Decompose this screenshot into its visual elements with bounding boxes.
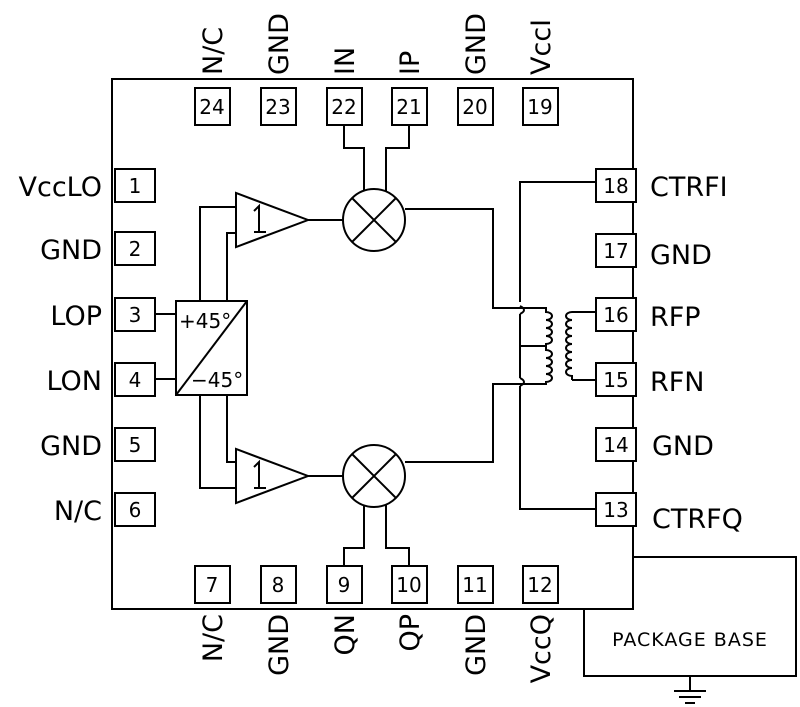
package-base-label: PACKAGE BASE xyxy=(612,629,768,651)
mixer-i-icon xyxy=(342,188,406,252)
pin-label-nc: N/C xyxy=(198,27,229,75)
pin-12: 12 VccQ xyxy=(522,565,559,683)
pin-label-gnd: GND xyxy=(461,614,492,676)
pin-label-gnd: GND xyxy=(264,13,295,75)
pin-18: 18 CTRFI xyxy=(595,168,728,203)
pin-11: 11 GND xyxy=(457,565,494,676)
pin-number: 17 xyxy=(603,239,628,263)
pin-1: 1 VccLO xyxy=(19,168,156,203)
pin-label-gnd: GND xyxy=(40,235,102,266)
pin-label-nc: N/C xyxy=(198,614,229,662)
pin-number: 7 xyxy=(206,573,219,597)
pin-number: 10 xyxy=(396,573,421,597)
pin-label-gnd: GND xyxy=(40,431,102,462)
pin-number: 15 xyxy=(603,368,628,392)
pin-24: 24 N/C xyxy=(194,27,231,126)
package-base: PACKAGE BASE xyxy=(583,556,797,690)
pin-label-nc: N/C xyxy=(54,496,102,527)
phase-shifter-block: +45° −45° xyxy=(175,300,248,396)
pin-label-in: IN xyxy=(330,47,361,75)
pin-label-rfn: RFN xyxy=(650,367,705,398)
pin-number: 20 xyxy=(462,95,487,119)
pin-number: 9 xyxy=(338,573,351,597)
pin-label-qp: QP xyxy=(395,614,426,652)
pin-5: 5 GND xyxy=(40,427,156,462)
pin-number: 6 xyxy=(129,498,142,522)
mixer-q-icon xyxy=(342,444,406,508)
pin-label-qn: QN xyxy=(330,614,361,655)
pin-15: 15 RFN xyxy=(595,362,705,398)
plus-45-label: +45° xyxy=(179,309,231,333)
pin-label-ctrfi: CTRFI xyxy=(650,172,728,203)
pin-19: 19 VccI xyxy=(522,19,559,126)
pin-label-vcclo: VccLO xyxy=(19,172,103,203)
pin-number: 22 xyxy=(331,95,356,119)
pin-number: 5 xyxy=(129,433,142,457)
pin-10: 10 QP xyxy=(391,565,428,652)
pin-20: 20 GND xyxy=(457,13,494,126)
ground-icon xyxy=(674,690,706,704)
pin-number: 11 xyxy=(462,573,487,597)
pin-label-lon: LON xyxy=(46,366,102,397)
package-outline xyxy=(111,78,634,610)
pin-14: 14 GND xyxy=(595,427,714,462)
pin-label-gnd: GND xyxy=(264,614,295,676)
pin-label-ip: IP xyxy=(395,51,426,75)
pin-number: 4 xyxy=(129,368,142,392)
pin-9: 9 QN xyxy=(326,565,363,655)
pin-16: 16 RFP xyxy=(595,297,701,333)
pin-label-rfp: RFP xyxy=(650,302,701,333)
pin-number: 24 xyxy=(199,95,224,119)
pin-number: 18 xyxy=(603,174,628,198)
pin-number: 2 xyxy=(129,237,142,261)
pin-number: 16 xyxy=(603,303,628,327)
pin-label-ctrfq: CTRFQ xyxy=(652,504,743,535)
pin-7: 7 N/C xyxy=(194,565,231,662)
pin-number: 1 xyxy=(129,174,142,198)
pin-22: 22 IN xyxy=(326,47,363,126)
pin-label-gnd: GND xyxy=(461,13,492,75)
pin-number: 23 xyxy=(265,95,290,119)
pin-number: 3 xyxy=(129,303,142,327)
left-pins: 1 VccLO 2 GND 3 LOP 4 LON 5 GND 6 N/C xyxy=(19,168,156,527)
pin-label-vcci: VccI xyxy=(526,19,557,75)
pin-17: 17 GND xyxy=(595,233,712,271)
pin-8: 8 GND xyxy=(260,565,297,676)
pin-label-gnd: GND xyxy=(652,431,714,462)
pin-3: 3 LOP xyxy=(50,297,156,332)
minus-45-label: −45° xyxy=(191,368,243,392)
pin-4: 4 LON xyxy=(46,362,156,397)
pin-6: 6 N/C xyxy=(54,492,156,527)
balun-transformer-icon xyxy=(518,307,573,385)
pin-23: 23 GND xyxy=(260,13,297,126)
pin-number: 13 xyxy=(603,498,628,522)
right-pins: 18 CTRFI 17 GND 16 RFP 15 RFN 14 GND 13 … xyxy=(595,168,743,535)
amplifier-i xyxy=(235,191,311,249)
pin-number: 12 xyxy=(527,573,552,597)
internal-wiring xyxy=(155,125,596,566)
top-pins: 24 N/C 23 GND 22 IN 21 IP 20 GND 19 VccI xyxy=(194,13,559,126)
amplifier-q xyxy=(235,447,311,505)
pin-2: 2 GND xyxy=(40,231,156,266)
pin-21: 21 IP xyxy=(391,51,428,126)
bottom-pins: 7 N/C 8 GND 9 QN 10 QP 11 GND 12 VccQ xyxy=(194,565,559,683)
pin-label-lop: LOP xyxy=(50,301,102,332)
pin-number: 8 xyxy=(272,573,285,597)
pin-number: 19 xyxy=(527,95,552,119)
pin-number: 21 xyxy=(396,95,421,119)
pin-13: 13 CTRFQ xyxy=(595,492,743,535)
pin-label-gnd: GND xyxy=(650,240,712,271)
pin-label-vccq: VccQ xyxy=(526,614,557,683)
pin-number: 14 xyxy=(603,433,628,457)
